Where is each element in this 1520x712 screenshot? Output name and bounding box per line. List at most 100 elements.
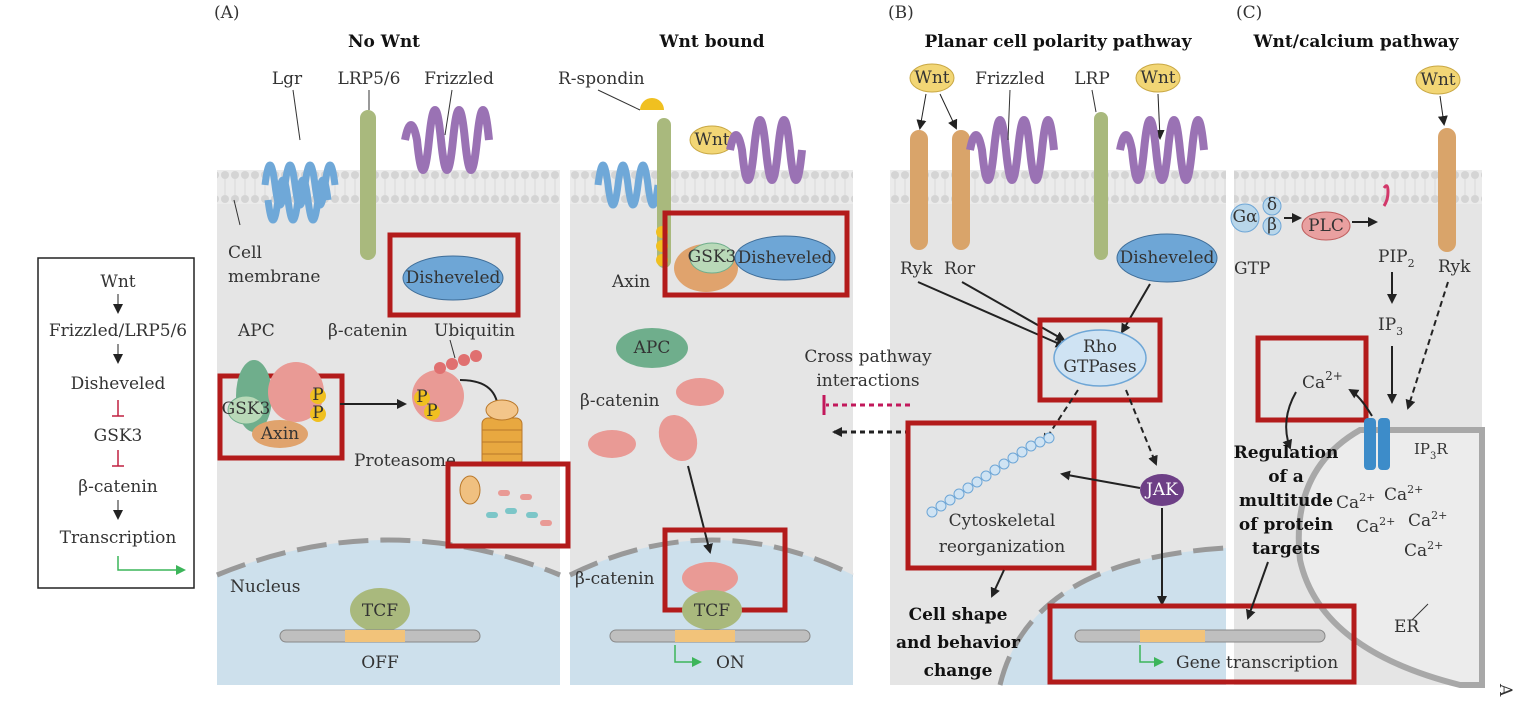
label-pip: PIP2 — [1378, 247, 1415, 270]
beta-catenin-free-1 — [676, 378, 724, 406]
label-rho-2: GTPases — [1063, 357, 1136, 377]
frizzled-receptor-b2 — [1116, 116, 1208, 184]
label-disheveled-a1: Disheveled — [406, 268, 501, 288]
nucleus-b — [1000, 548, 1226, 685]
label-reg-2: of a — [1268, 467, 1304, 487]
proteasome — [481, 399, 523, 467]
label-on: ON — [716, 653, 745, 673]
endoplasmic-reticulum — [1295, 427, 1485, 688]
ryk-receptor-c — [1438, 128, 1456, 252]
label-nucleus: Nucleus — [230, 577, 301, 597]
phospho-2 — [310, 406, 326, 422]
label-beta: β — [1267, 215, 1277, 235]
label-apc-a1: APC — [237, 321, 275, 341]
label-p-1: P — [312, 385, 323, 405]
label-disheveled-a2: Disheveled — [738, 248, 833, 268]
highlight-degradation — [445, 461, 571, 549]
wnt-b2 — [1135, 63, 1181, 93]
label-lrp56: LRP5/6 — [338, 69, 401, 89]
label-beta-catenin-a1: β-catenin — [328, 321, 408, 341]
highlight-gene-transcription — [1047, 603, 1357, 685]
label-ubiquitin: Ubiquitin — [434, 321, 515, 341]
ror-receptor — [952, 130, 970, 250]
ubiquitin-chain — [434, 350, 482, 374]
disheveled-b — [1116, 233, 1218, 283]
er-calcium-ions: Ca2+ Ca2+ Ca2+ Ca2+ Ca2+ — [1336, 483, 1447, 561]
label-shape-1: Cell shape — [909, 605, 1008, 625]
jak — [1140, 474, 1184, 506]
label-tcf-a2: TCF — [694, 601, 730, 621]
frizzled-receptor-b — [966, 116, 1058, 184]
label-cyto-2: reorganization — [939, 537, 1066, 557]
gene-a1 — [345, 630, 405, 642]
disheveled-a1 — [402, 255, 504, 301]
label-delta: δ — [1267, 195, 1277, 215]
corner-mark: A — [1495, 683, 1515, 697]
lgr-receptor-a2 — [594, 161, 662, 209]
plc — [1301, 211, 1351, 241]
beta-catenin-free-3 — [658, 414, 698, 462]
legend-box: Wnt Frizzled/LRP5/6 Disheveled GSK3 β-ca… — [37, 257, 195, 589]
transcription-arrow-b — [1139, 645, 1164, 667]
tcf-a2 — [682, 590, 742, 630]
legend-transcription-arrow — [117, 556, 186, 575]
beta-catenin-free-2 — [588, 430, 636, 458]
label-reg-4: of protein — [1239, 515, 1333, 535]
label-p-2: P — [312, 403, 323, 423]
frizzled-receptor-a2 — [726, 116, 806, 184]
label-plc: PLC — [1308, 216, 1344, 236]
svg-text:Ca2+: Ca2+ — [1404, 539, 1443, 561]
gsk3-a1 — [227, 395, 265, 425]
pip2-lipid — [1382, 184, 1390, 207]
axin-a1 — [252, 420, 308, 448]
label-frizzled: Frizzled — [424, 69, 494, 89]
highlight-cytoskeletal — [905, 420, 1097, 571]
highlight-calcium — [1255, 335, 1369, 423]
legend-disheveled: Disheveled — [71, 374, 166, 394]
gene-b — [1140, 630, 1205, 642]
label-tcf-a1: TCF — [362, 601, 398, 621]
lgr-receptor — [261, 161, 339, 224]
panel-c-letter: (C) — [1236, 3, 1262, 23]
label-cross-1: Cross pathway — [804, 347, 932, 367]
highlight-disheveled-a1 — [387, 232, 521, 318]
label-ryk-c: Ryk — [1438, 257, 1471, 277]
lrp56-receptor — [360, 110, 376, 260]
panel-a-letter: (A) — [214, 3, 240, 23]
title-pcp: Planar cell polarity pathway — [925, 32, 1193, 52]
beta-catenin-complex-a1 — [268, 362, 324, 422]
label-axin-a2: Axin — [611, 272, 650, 292]
svg-text:Ca2+: Ca2+ — [1356, 515, 1395, 537]
title-calcium: Wnt/calcium pathway — [1252, 32, 1459, 52]
label-p-4: P — [426, 401, 437, 421]
label-beta-catenin-a2: β-catenin — [580, 391, 660, 411]
label-ror: Ror — [944, 259, 976, 279]
highlight-rho — [1037, 317, 1163, 403]
label-apc-a2: APC — [633, 338, 671, 358]
legend-wnt: Wnt — [100, 272, 135, 292]
transcription-arrow-a2 — [674, 645, 702, 667]
g-beta — [1262, 216, 1282, 236]
label-axin-a1: Axin — [260, 424, 299, 444]
r-spondin — [640, 98, 664, 110]
label-rho-1: Rho — [1083, 337, 1117, 357]
label-lgr: Lgr — [272, 69, 303, 89]
phospho-4 — [424, 404, 440, 420]
wnt-c — [1415, 65, 1461, 95]
gene-a2 — [675, 630, 735, 642]
label-ryk-b: Ryk — [900, 259, 933, 279]
title-wnt-bound: Wnt bound — [658, 32, 764, 52]
wnt-b1 — [909, 63, 955, 93]
label-lrp-b: LRP — [1074, 69, 1110, 89]
label-cyto-1: Cytoskeletal — [949, 511, 1056, 531]
label-jak: JAK — [1144, 480, 1178, 500]
label-er: ER — [1394, 617, 1420, 637]
legend-transcription: Transcription — [60, 528, 177, 548]
phospho-1 — [310, 388, 326, 404]
g-delta — [1262, 196, 1282, 216]
svg-text:Ca2+: Ca2+ — [1336, 491, 1375, 513]
label-gsk3-a1: GSK3 — [222, 399, 271, 419]
label-g-alpha: Gα — [1232, 207, 1258, 227]
